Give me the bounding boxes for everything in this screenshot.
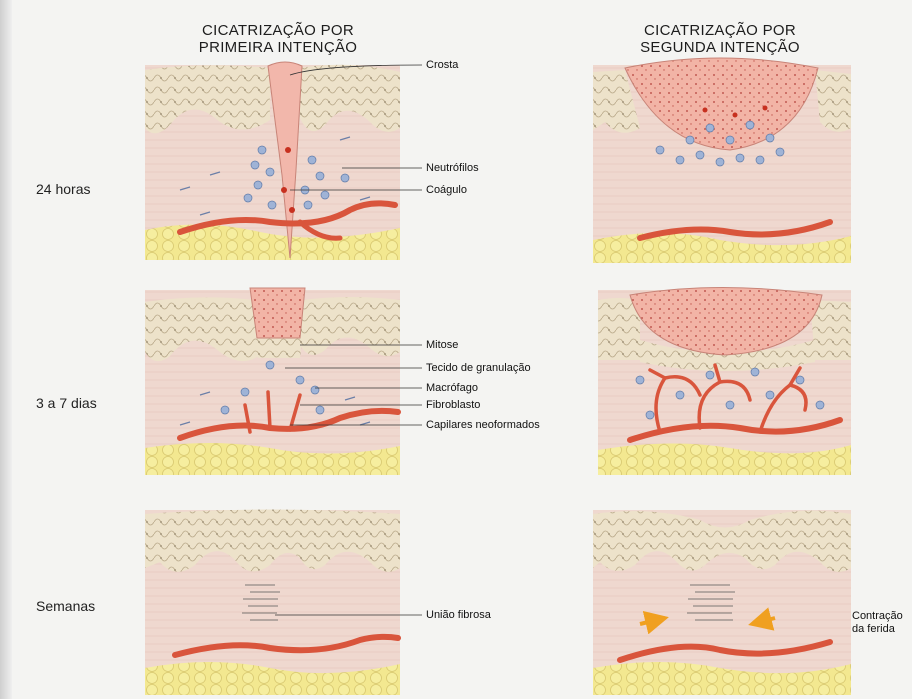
callout-mitose: Mitose: [426, 339, 458, 351]
panel-3-7-days-secondary: [598, 288, 851, 476]
panel-24h-secondary: [593, 58, 851, 263]
callout-uniao-fibrosa: União fibrosa: [426, 609, 491, 621]
callout-contracao-line2: da ferida: [852, 623, 910, 636]
callout-capilares: Capilares neoformados: [426, 419, 540, 431]
callout-contracao-line1: Contração: [852, 610, 910, 623]
callout-contracao: Contração da ferida: [852, 610, 910, 636]
callout-macrofago: Macrófago: [426, 382, 478, 394]
callout-tecido-granulacao: Tecido de granulação: [426, 362, 531, 374]
panel-weeks-primary: [145, 510, 400, 696]
callout-crosta: Crosta: [426, 59, 458, 71]
callout-coagulo: Coágulo: [426, 184, 467, 196]
callout-fibroblasto: Fibroblasto: [426, 399, 480, 411]
callout-neutrofilos: Neutrófilos: [426, 162, 479, 174]
panel-weeks-secondary: [593, 510, 851, 695]
panel-3-7-days-primary: [145, 288, 400, 475]
panel-24h-primary: [145, 62, 400, 260]
